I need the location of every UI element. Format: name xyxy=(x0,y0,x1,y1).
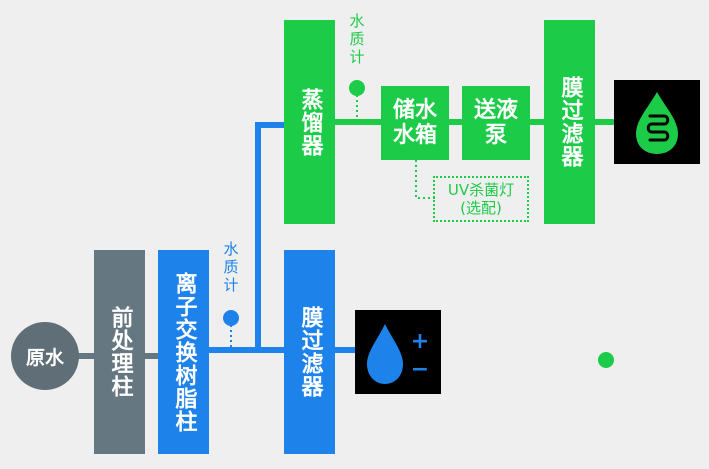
uv-connector xyxy=(415,160,435,199)
feed-pump-label: 送液泵 xyxy=(473,97,518,148)
distiller: 蒸馏器 xyxy=(284,20,335,224)
uv-lamp-optional: UV杀菌灯 (选配) xyxy=(433,176,529,222)
pipe-riser-to-distiller xyxy=(255,122,290,350)
pretreatment-column: 前处理柱 xyxy=(94,250,145,454)
storage-tank-label: 储水水箱 xyxy=(392,97,437,148)
feed-pump: 送液泵 xyxy=(462,86,530,160)
pretreatment-label: 前处理柱 xyxy=(107,306,133,398)
uv-lamp-optional-label: (选配) xyxy=(460,199,502,217)
ultrapure-water-output xyxy=(614,80,700,164)
indicator-dot xyxy=(598,352,614,368)
plus-sign: + xyxy=(411,329,429,354)
ion-exchange-label: 离子交换树脂柱 xyxy=(171,271,197,433)
raw-water-node: 原水 xyxy=(11,322,79,390)
blue-quality-meter-label: 水质计 xyxy=(223,240,239,294)
minus-sign: − xyxy=(411,357,429,382)
raw-water-label: 原水 xyxy=(25,346,64,369)
water-drop-coil-icon xyxy=(636,92,678,154)
ion-exchange-column: 离子交换树脂柱 xyxy=(158,250,209,454)
blue-quality-meter-sensor xyxy=(223,310,239,326)
green-membrane-label: 膜过滤器 xyxy=(557,76,583,168)
pure-water-output: + − xyxy=(355,310,441,394)
green-quality-meter-label: 水质计 xyxy=(349,12,365,66)
green-membrane-filter: 膜过滤器 xyxy=(544,20,595,224)
storage-tank: 储水水箱 xyxy=(381,86,449,160)
water-drop-ion-icon: + − xyxy=(367,324,429,384)
green-quality-meter-sensor xyxy=(349,80,365,96)
uv-lamp-label: UV杀菌灯 xyxy=(447,181,515,199)
distiller-label: 蒸馏器 xyxy=(297,87,323,157)
blue-membrane-filter: 膜过滤器 xyxy=(284,250,335,454)
blue-membrane-label: 膜过滤器 xyxy=(297,306,323,398)
